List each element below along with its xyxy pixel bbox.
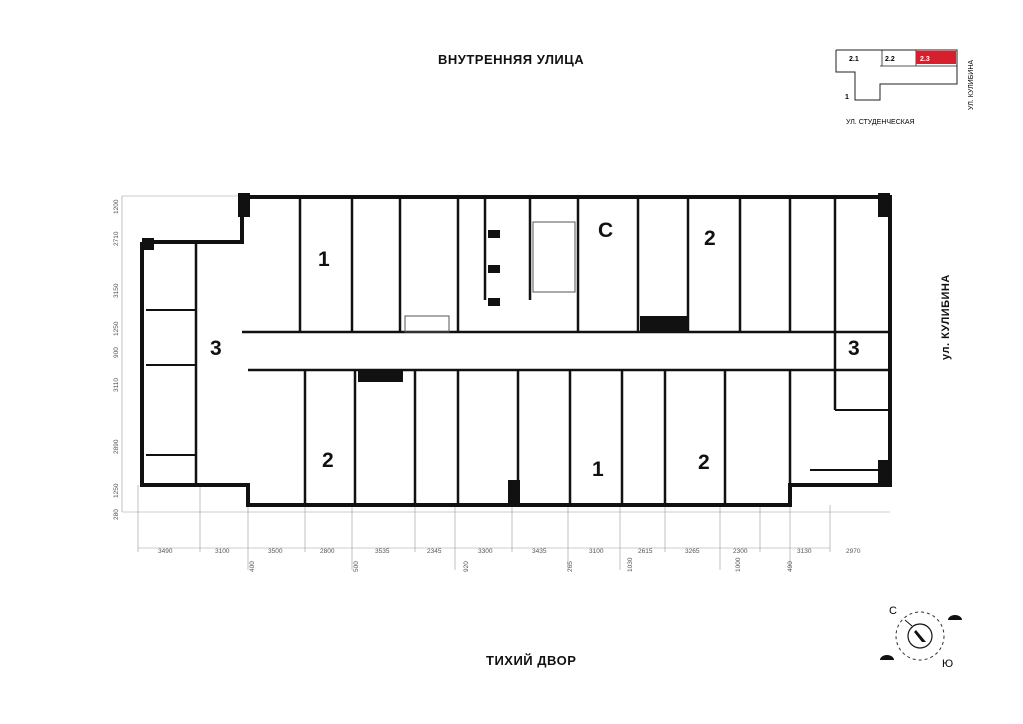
apartment-label-3-right: 3 bbox=[848, 337, 860, 360]
apartment-label-3-left: 3 bbox=[210, 337, 222, 360]
dim-bottom-12: 2300 bbox=[733, 548, 748, 555]
apartment-labels: 3 1 2 C 2 3 2 1 bbox=[210, 219, 860, 481]
dim-bottom-1: 3490 bbox=[158, 548, 173, 555]
dim-bottom-14: 2970 bbox=[846, 548, 861, 555]
dim-left-1: 1200 bbox=[113, 199, 120, 214]
keyplan-section-2: 2.2 bbox=[885, 56, 895, 63]
dim-bottom-11: 3265 bbox=[685, 548, 700, 555]
dim-bottom-secondary-3: 920 bbox=[463, 561, 470, 572]
dim-left-4: 1250 bbox=[113, 321, 120, 336]
keyplan-section-4: 1 bbox=[845, 94, 849, 101]
keyplan-highlight bbox=[916, 51, 956, 64]
dim-bottom-secondary-5: 1030 bbox=[627, 557, 634, 572]
dim-bottom-10: 2615 bbox=[638, 548, 653, 555]
dim-left-3: 3150 bbox=[113, 283, 120, 298]
dimension-labels-bottom: 3490 3100 3500 2800 3535 2345 3300 3435 … bbox=[158, 548, 861, 572]
apartment-label-c: C bbox=[598, 219, 613, 242]
dim-left-6: 3110 bbox=[113, 378, 120, 392]
dim-bottom-secondary-7: 490 bbox=[787, 561, 794, 572]
keyplan-street-bottom: УЛ. СТУДЕНЧЕСКАЯ bbox=[846, 119, 915, 126]
dim-bottom-5: 3535 bbox=[375, 548, 390, 555]
dim-bottom-6: 2345 bbox=[427, 548, 442, 555]
keyplan-section-3: 2.3 bbox=[920, 56, 930, 63]
apartment-label-1-top: 1 bbox=[318, 248, 330, 271]
dim-bottom-13: 3130 bbox=[797, 548, 812, 555]
dim-bottom-7: 3300 bbox=[478, 548, 493, 555]
dim-bottom-secondary-4: 265 bbox=[567, 561, 574, 572]
dimension-lines bbox=[121, 195, 890, 570]
columns bbox=[142, 193, 890, 505]
compass: С Ю bbox=[880, 605, 962, 670]
dim-bottom-4: 2800 bbox=[320, 548, 335, 555]
apartment-label-2-top-right: 2 bbox=[704, 227, 716, 250]
dim-left-2: 2710 bbox=[113, 231, 120, 246]
dim-left-8: 1250 bbox=[113, 483, 120, 498]
dim-bottom-8: 3435 bbox=[532, 548, 547, 555]
dim-bottom-3: 3500 bbox=[268, 548, 283, 555]
apartment-label-2-bottom-left: 2 bbox=[322, 449, 334, 472]
dim-left-9: 280 bbox=[113, 509, 120, 520]
key-plan: 2.1 2.2 2.3 1 УЛ. СТУДЕНЧЕСКАЯ УЛ. КУЛИБ… bbox=[835, 49, 975, 126]
dim-left-5: 900 bbox=[113, 347, 120, 358]
keyplan-section-1: 2.1 bbox=[849, 56, 859, 63]
dim-bottom-9: 3100 bbox=[589, 548, 604, 555]
dim-bottom-2: 3100 bbox=[215, 548, 230, 555]
dim-bottom-secondary-1: 400 bbox=[249, 561, 256, 572]
dim-left-7: 2890 bbox=[113, 439, 120, 454]
street-label-bottom: ТИХИЙ ДВОР bbox=[486, 653, 577, 668]
compass-north: С bbox=[889, 605, 897, 617]
dim-bottom-secondary-2: 500 bbox=[353, 561, 360, 572]
keyplan-street-right: УЛ. КУЛИБИНА bbox=[968, 60, 975, 110]
street-label-top: ВНУТРЕННЯЯ УЛИЦА bbox=[438, 52, 585, 67]
dim-bottom-secondary-6: 1000 bbox=[735, 557, 742, 572]
apartment-label-2-bottom-right: 2 bbox=[698, 451, 710, 474]
building-walls bbox=[140, 195, 892, 507]
dimension-labels-left: 1200 2710 3150 1250 900 3110 2890 1250 2… bbox=[113, 199, 120, 520]
apartment-label-1-bottom: 1 bbox=[592, 458, 604, 481]
compass-south: Ю bbox=[942, 658, 953, 670]
